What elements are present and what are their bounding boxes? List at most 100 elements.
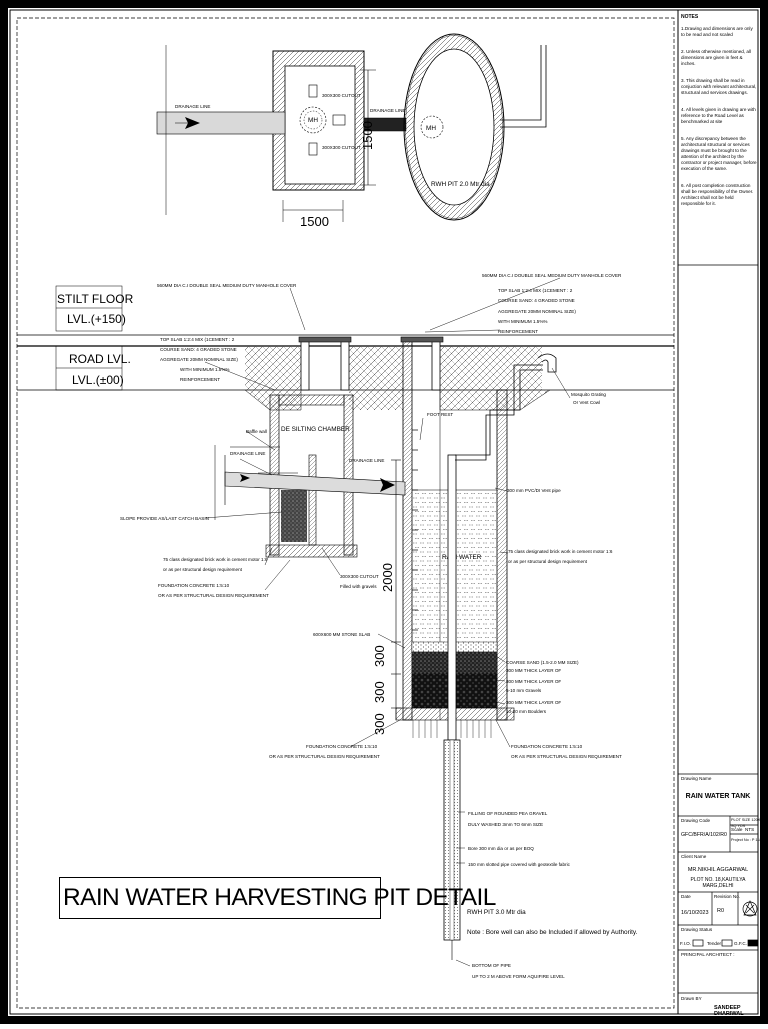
scale-label: Scale — [731, 827, 743, 832]
label-brick-left-2: or as per structural design requirement — [163, 567, 243, 572]
revision-value: R0 — [717, 908, 725, 914]
plan-height-dimension: 1500 — [360, 121, 375, 150]
label-baffle-wall: Baffle wall — [246, 429, 267, 434]
label-brick-right-1: 75 class designated brick work in cement… — [508, 549, 613, 554]
label-sand: COARSE SAND (1.5-2.0 MM SIZE) — [506, 660, 579, 665]
dim-300-a: 300 — [372, 645, 387, 667]
status-gfc: G.F.C. — [734, 941, 748, 946]
label-pea-gravel-1: FILLING OF ROUNDED PEA GRAVEL — [468, 811, 548, 816]
label-foundation-mid-1: FOUNDATION CONCRETE 1:5:10 — [306, 744, 378, 749]
client-name-label: Client Name — [681, 854, 707, 859]
label-slab-left-3: AGGREGATE 20MM NOMINAL SIZE) — [160, 357, 238, 362]
label-layer-3: 300 MM THICK LAYER OF — [506, 700, 561, 705]
notes-heading: NOTES — [681, 14, 699, 20]
label-pea-gravel-2: DULY WASHED 3mm TO 6mm SIZE — [468, 822, 543, 827]
notes-panel: NOTES 1.Drawing and dimensions are only … — [681, 14, 757, 218]
drawing-status-label: Drawing Status — [681, 927, 713, 932]
label-foundation-right-1: FOUNDATION CONCRETE 1:5:10 — [511, 744, 583, 749]
scale-value: NTS — [745, 827, 755, 832]
label-foundation-mid-2: OR AS PER STRUCTURAL DESIGN REQUIREMENT — [269, 754, 380, 759]
section-annotations: 560MM DIA C.I DOUBLE SEAL MEDIUM DUTY MA… — [120, 273, 638, 979]
note-item: 6. All post completion construction shal… — [681, 183, 754, 206]
stilt-floor-level: LVL.(+150) — [67, 312, 126, 326]
label-note: Note : Bore well can also be Included if… — [467, 929, 638, 936]
label-bottom-2: UP TO 2 M ABOVE FORM AQUIFIRE LEVEL — [472, 974, 565, 979]
plan-manhole-left: MH — [308, 117, 318, 124]
label-mosquito-2: Or Vent Cowl — [573, 400, 600, 405]
dim-300-c: 300 — [372, 713, 387, 735]
label-slab-right-5: REINFORCEMENT — [498, 329, 538, 334]
label-cutout-1: 300X300 CUTOUT — [340, 574, 379, 579]
label-slab-left-1: TOP SLAB 1:2:4 MIX (1CEMENT : 2 — [160, 337, 235, 342]
label-slope: SLOPE PROVIDE AS/LAST CATCH BASIN — [120, 516, 209, 521]
title-block-frame — [678, 264, 759, 994]
label-cutout-2: Filled with gravels — [340, 584, 377, 589]
label-drainage-line-2: DRAINAGE LINE — [349, 458, 384, 463]
plan-cutout-top: 300X300 CUTOUT — [322, 93, 361, 98]
label-slab-right-3: AGGREGATE 20MM NOMINAL SIZE) — [498, 309, 576, 314]
date-label: Date — [681, 894, 691, 899]
plan-drainage-line-left: DRAINAGE LINE — [175, 104, 210, 109]
label-bottom-1: BOTTOM OF PIPE — [472, 963, 511, 968]
label-boulders: 10-20 mm Boulders — [506, 709, 547, 714]
label-brick-left-1: 75 class designated brick work in cement… — [163, 557, 268, 562]
note-item: 3. This drawing shall be read in conjuct… — [681, 78, 757, 95]
drawing-title: RAIN WATER HARVESTING PIT DETAIL — [63, 884, 496, 911]
road-level-value: LVL.(±00) — [72, 373, 124, 387]
plan-pit-label: RWH PIT 2.0 Mtr dia — [431, 181, 490, 188]
note-item: 4. All levels given in drawing are with … — [681, 107, 756, 124]
label-stone-slab: 600X600 MM STONE SLAB — [313, 632, 370, 637]
label-gravels: 5-10 mm Gravels — [506, 688, 542, 693]
label-brick-right-2: or as per structural design requirement — [508, 559, 588, 564]
label-foundation-right-2: OR AS PER STRUCTURAL DESIGN REQUIREMENT — [511, 754, 622, 759]
note-item: 2. Unless otherwise mentioned, all dimen… — [681, 49, 751, 66]
note-item: 1.Drawing and dimensions are only to be … — [681, 26, 753, 37]
label-slab-left-5: REINFORCEMENT — [180, 377, 220, 382]
note-item: 5. Any discrepancy between the architect… — [681, 136, 757, 171]
label-bore: Bore 300 mm dia or as per BOQ — [468, 846, 534, 851]
stilt-floor-label: STILT FLOOR — [57, 292, 134, 306]
north-arrow-icon — [742, 900, 758, 917]
drawing-code: GFC/BFR/A/102/R0 — [681, 832, 727, 838]
label-drainage-line: DRAINAGE LINE — [230, 451, 265, 456]
label-foundation-left-1: FOUNDATION CONCRETE 1:5:10 — [158, 583, 230, 588]
status-fio: F.I.O. — [680, 941, 691, 946]
plot-size: PLOT SIZE 120X1 SQ YDS — [731, 818, 763, 828]
label-slab-right-4: WITH MINIMUM 1.5%% — [498, 319, 548, 324]
drawing-name-label: Drawing Name — [681, 776, 712, 781]
drawing-code-label: Drawing Code — [681, 818, 711, 823]
label-slotted-pipe: 150 mm slotted pipe covered with geotext… — [468, 862, 571, 867]
label-slab-left-2: COURSE SAND: 4 GRADED STONE — [160, 347, 237, 352]
client-name: MR.NIKHIL AGGARWAL — [687, 867, 749, 873]
plan-drainage-line-right: DRAINAGE LINE — [370, 108, 405, 113]
road-level-label: ROAD LVL. — [69, 352, 131, 366]
date-value: 16/10/2023 — [681, 910, 709, 916]
drawn-by-label: Drawn BY — [681, 996, 702, 1001]
label-mosquito-1: Mosquito Grating — [571, 392, 606, 397]
plan-view: 1500 1500 DRAINAGE LINE DRAINAGE LINE 30… — [156, 33, 547, 229]
drawn-by: SANDEEP DHARIWAL — [714, 1005, 744, 1017]
dim-300-b: 300 — [372, 681, 387, 703]
section-view: STILT FLOOR LVL.(+150) ROAD LVL. LVL.(±0… — [17, 277, 674, 967]
drawing-title-box: RAIN WATER HARVESTING PIT DETAIL — [59, 877, 496, 919]
plan-cutout-bottom: 300X300 CUTOUT — [322, 145, 361, 150]
label-slab-right-1: TOP SLAB 1:2:4 MIX (1CEMENT : 2 — [498, 288, 573, 293]
label-cover-right: 560MM DIA C.I DOUBLE SEAL MEDIUM DUTY MA… — [482, 273, 622, 278]
client-address: PLOT NO. 18,KAUTILYA MARG,DELHI — [690, 877, 746, 889]
label-slab-right-2: COURSE SAND: 4 GRADED STONE — [498, 298, 575, 303]
drawing-name: RAIN WATER TANK — [685, 793, 751, 800]
label-pvc-pipe: 300 mm PVC/DI Vent pipe — [507, 488, 561, 493]
label-foundation-left-2: OR AS PER STRUCTURAL DESIGN REQUIREMENT — [158, 593, 269, 598]
dim-2000: 2000 — [380, 563, 395, 592]
desilting-chamber-label: DE SILTING CHAMBER — [281, 426, 350, 433]
label-rwh-pit: RWH PIT 3.0 Mtr dia — [467, 909, 526, 916]
plan-width-dimension: 1500 — [300, 214, 329, 229]
label-cover-left: 560MM DIA C.I DOUBLE SEAL MEDIUM DUTY MA… — [157, 283, 297, 288]
label-slab-left-4: WITH MINIMUM 1.5%% — [180, 367, 230, 372]
revision-label: Revision No. — [714, 894, 741, 899]
principal-architect-label: PRINCIPAL ARCHITECT : — [681, 952, 735, 957]
label-foot-rest: FOOT REST — [427, 412, 453, 417]
rain-water-label: RAIN WATER — [442, 554, 482, 561]
